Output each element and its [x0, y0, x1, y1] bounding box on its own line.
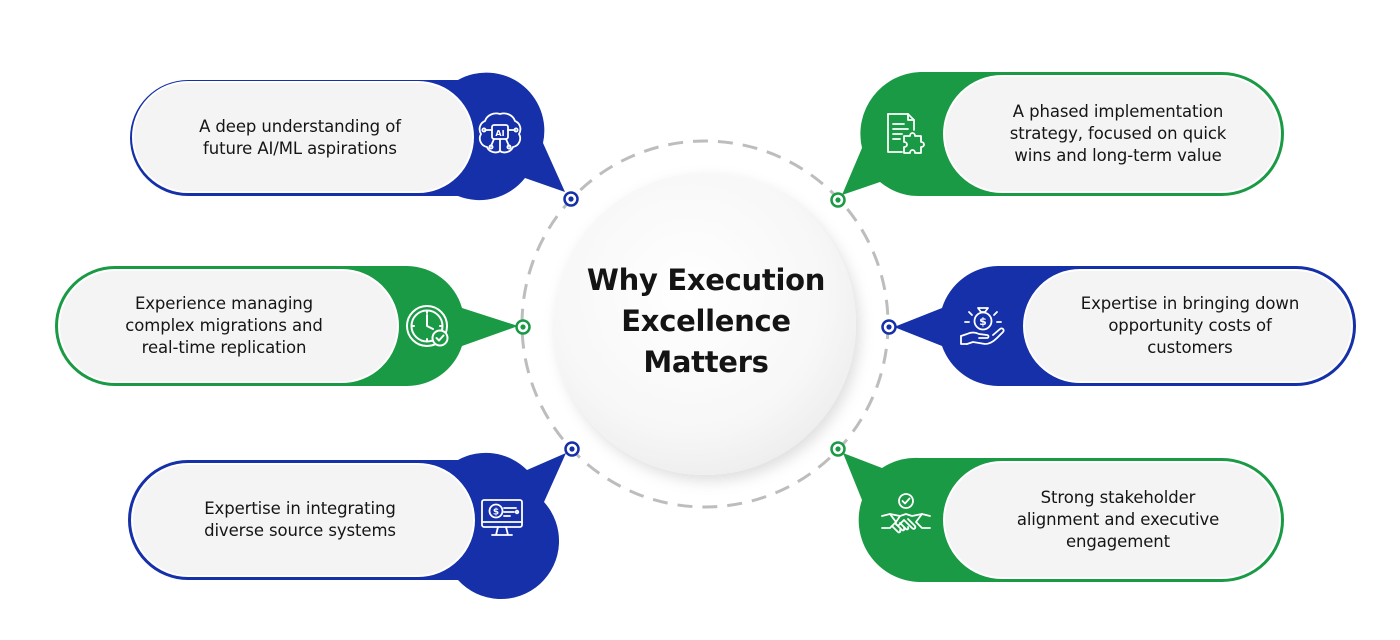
center-title: Why Execution Excellence Matters [574, 260, 838, 383]
item-line: real-time replication [141, 338, 307, 357]
item-text-integration: Expertise in integrating diverse source … [150, 468, 450, 572]
pill-integration [128, 441, 580, 600]
item-line: wins and long-term value [1014, 146, 1222, 165]
item-line: customers [1147, 338, 1233, 357]
item-line: Experience managing [134, 294, 314, 313]
handshake-check-icon [878, 490, 934, 546]
svg-text:$: $ [493, 508, 499, 518]
item-line: future AI/ML aspirations [203, 139, 397, 158]
item-line: complex migrations and [125, 316, 323, 335]
item-line: A phased implementation [1012, 102, 1224, 121]
item-line: Expertise in integrating [204, 499, 396, 518]
item-text-opportunity: Expertise in bringing down opportunity c… [1040, 274, 1340, 378]
pill-opportunity [881, 266, 1356, 386]
item-line: engagement [1066, 532, 1170, 551]
monitor-dollar-icon: $ [474, 490, 530, 546]
item-line: A deep understanding of [199, 117, 401, 136]
title-line: Why Execution [586, 263, 826, 297]
item-line: diverse source systems [204, 521, 396, 540]
item-line: Expertise in bringing down [1080, 294, 1300, 313]
item-line: opportunity costs of [1108, 316, 1272, 335]
pill-ai-ml [130, 72, 579, 207]
pill-migrations [55, 266, 531, 386]
item-line: Strong stakeholder [1040, 488, 1196, 507]
item-text-stakeholder: Strong stakeholder alignment and executi… [962, 466, 1274, 574]
hand-money-icon: $ [955, 298, 1011, 354]
pill-phased [830, 72, 1284, 208]
pill-stakeholder [830, 441, 1284, 582]
item-line: alignment and executive [1016, 510, 1220, 529]
item-text-migrations: Experience managing complex migrations a… [74, 274, 374, 378]
ai-brain-icon: AI [472, 106, 528, 162]
svg-text:AI: AI [495, 129, 504, 138]
item-text-phased: A phased implementation strategy, focuse… [962, 80, 1274, 188]
title-line: Matters [643, 345, 769, 379]
clock-check-icon [400, 298, 456, 354]
title-line: Excellence [621, 304, 791, 338]
document-puzzle-icon [878, 106, 934, 162]
center-disc [554, 173, 856, 475]
item-text-ai-ml: A deep understanding of future AI/ML asp… [150, 86, 450, 190]
svg-text:$: $ [979, 315, 987, 328]
item-line: strategy, focused on quick [1009, 124, 1227, 143]
